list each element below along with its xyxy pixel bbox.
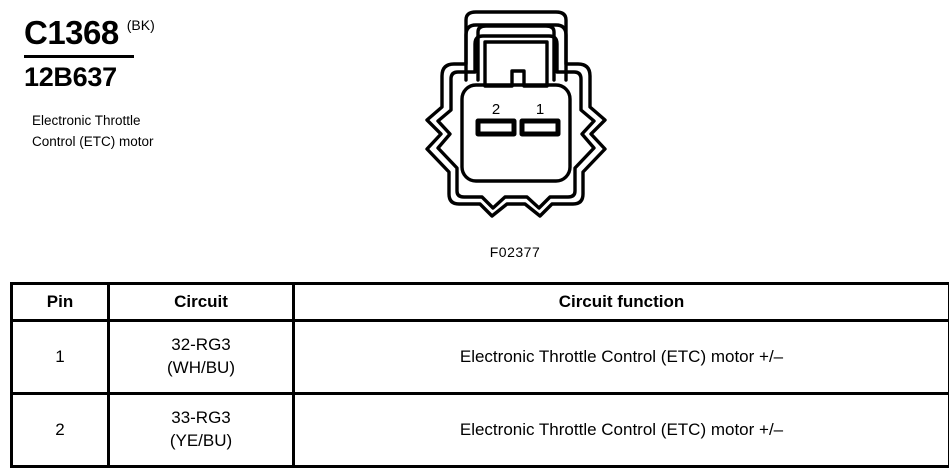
circuit-code: 33-RG3 [171, 408, 231, 428]
cell-circuit: 33-RG3 (YE/BU) [107, 392, 295, 468]
connector-description-line-2: Control (ETC) motor [32, 133, 154, 149]
connector-diagram: 2 1 F02377 [400, 2, 630, 267]
cell-function: Electronic Throttle Control (ETC) motor … [292, 319, 949, 395]
cell-pin: 1 [10, 319, 110, 395]
table-row: 1 32-RG3 (WH/BU) Electronic Throttle Con… [10, 319, 949, 395]
figure-code: F02377 [489, 244, 541, 260]
connector-description: Electronic Throttle Control (ETC) motor [32, 111, 384, 153]
table-row: 2 33-RG3 (YE/BU) Electronic Throttle Con… [10, 392, 949, 468]
connector-part-number: 12B637 [24, 62, 117, 92]
table-header-row: Pin Circuit Circuit function [10, 282, 949, 322]
connector-latch-outer [464, 10, 568, 82]
pin-number-1-label: 1 [536, 101, 544, 118]
connector-description-line-1: Electronic Throttle [32, 113, 141, 129]
terminal-slot-2 [475, 118, 517, 137]
column-header-circuit: Circuit [107, 282, 295, 322]
circuit-code: 32-RG3 [171, 335, 231, 355]
cell-pin: 2 [10, 392, 110, 468]
column-header-pin: Pin [10, 282, 110, 322]
connector-header: C1368 (BK) 12B637 Electronic Throttle Co… [24, 16, 384, 153]
connector-id-row: C1368 (BK) [24, 16, 384, 49]
circuit-color: (YE/BU) [169, 431, 233, 450]
connector-terminal-body [460, 83, 572, 183]
circuit-color: (WH/BU) [167, 358, 235, 377]
pin-number-2-label: 2 [492, 101, 500, 118]
connector-face-svg: 2 1 [425, 10, 607, 218]
connector-keyway-notch [483, 40, 549, 88]
terminal-slot-1 [519, 118, 561, 137]
connector-latch-inner [476, 24, 556, 82]
connector-id: C1368 [24, 14, 119, 51]
cell-circuit: 32-RG3 (WH/BU) [107, 319, 295, 395]
connector-color-code: (BK) [126, 17, 155, 33]
connector-outer-shell-outline [425, 23, 607, 218]
pinout-table: Pin Circuit Circuit function 1 32-RG3 (W… [10, 282, 949, 468]
column-header-function: Circuit function [292, 282, 949, 322]
header-divider-rule [24, 55, 134, 58]
cell-function: Electronic Throttle Control (ETC) motor … [292, 392, 949, 468]
